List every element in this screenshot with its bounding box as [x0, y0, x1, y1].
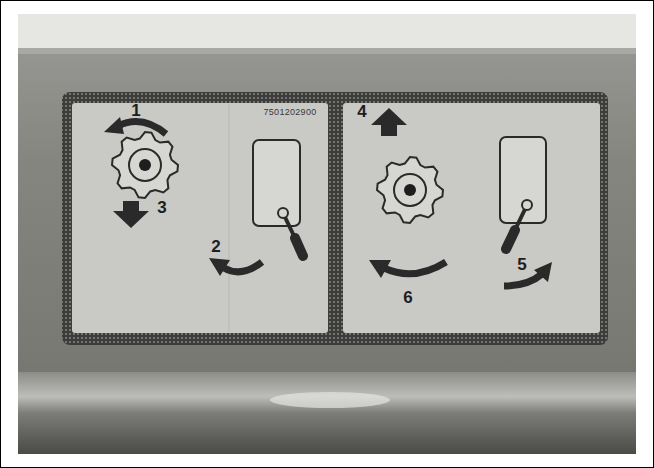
lever-handle	[506, 230, 515, 249]
down-arrow	[113, 201, 149, 228]
rotate-arrow	[224, 262, 262, 272]
callout-number: 3	[157, 199, 166, 216]
left-panel	[72, 103, 328, 333]
rod	[18, 372, 636, 454]
right-panel	[343, 103, 600, 333]
arrow-head	[534, 262, 552, 282]
callout-number: 4	[357, 103, 366, 120]
metal-panel	[18, 14, 636, 454]
callout-number: 1	[131, 102, 140, 119]
wall-strip	[18, 14, 636, 48]
up-arrow	[371, 108, 407, 136]
rotate-arrow	[384, 262, 446, 274]
lever-box	[253, 140, 300, 226]
pivot	[522, 200, 532, 210]
arrow-head	[369, 260, 391, 278]
callout-number: 5	[517, 256, 526, 273]
callout-number: 2	[211, 238, 220, 255]
gear-ring	[394, 174, 426, 206]
pivot	[278, 208, 288, 218]
divider	[229, 104, 230, 332]
gear-ring	[129, 149, 161, 181]
rotate-arrow	[118, 122, 166, 135]
arrow-head	[104, 117, 124, 134]
part-number: 7501202900	[263, 108, 316, 117]
reflection	[270, 392, 390, 408]
lever-handle	[295, 238, 303, 256]
gear	[112, 132, 178, 198]
callout-number: 6	[403, 289, 412, 306]
panel-edge	[18, 48, 636, 54]
gear-hub	[404, 184, 416, 196]
arrow-head	[209, 258, 230, 276]
rotate-arrow	[504, 274, 542, 286]
gear	[377, 157, 443, 223]
gear-hub	[139, 159, 151, 171]
sticker-border	[62, 92, 608, 345]
